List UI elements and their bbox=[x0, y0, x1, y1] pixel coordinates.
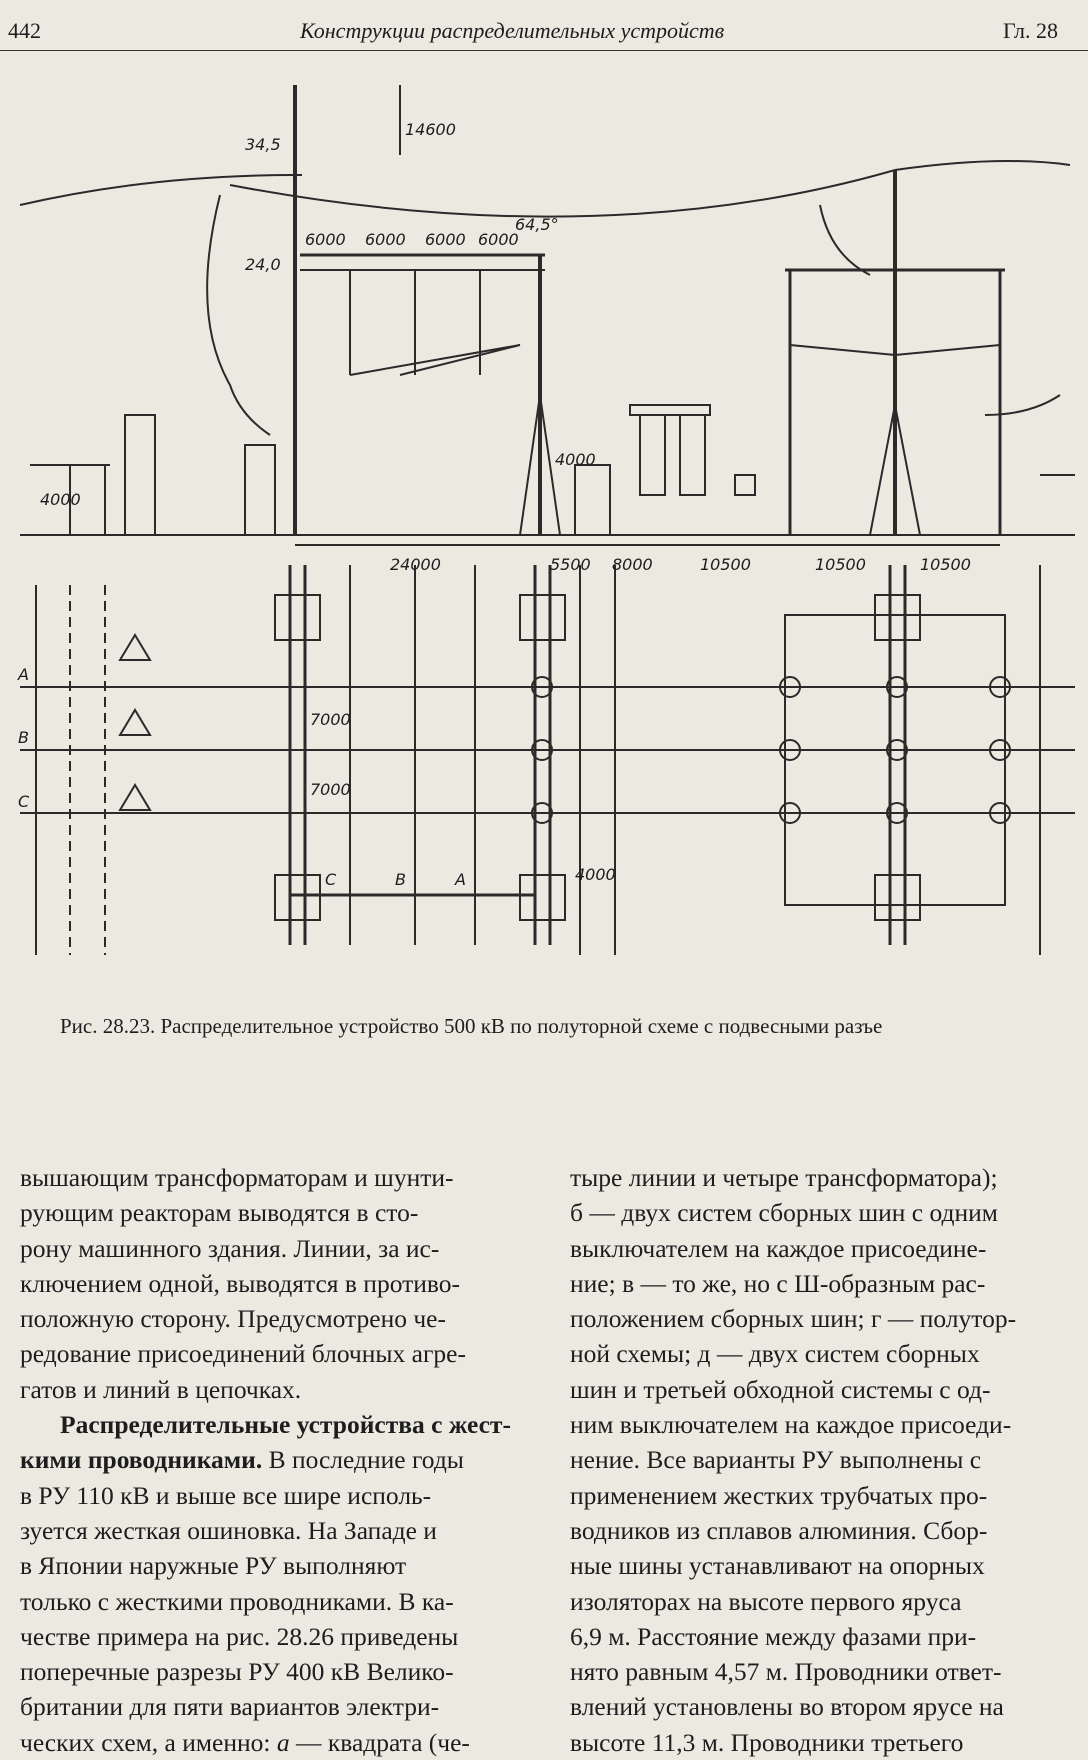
bus-b: B bbox=[395, 870, 406, 889]
chapter-label: Гл. 28 bbox=[1002, 18, 1058, 43]
bdim-3: 8000 bbox=[612, 555, 653, 574]
last-line-pre: ческих схем, а именно: bbox=[20, 1727, 277, 1757]
text-line: вышающим трансформаторам и шунти- bbox=[20, 1163, 454, 1192]
pdim-1: 7000 bbox=[310, 710, 351, 729]
text-line: ним выключателем на каждое присоеди- bbox=[570, 1410, 1012, 1440]
elev-mark-2: 24,0 bbox=[245, 255, 281, 274]
vdim-3: 4000 bbox=[40, 490, 81, 509]
text-line: положную сторону. Предусмотрено че- bbox=[20, 1304, 446, 1334]
running-title: Конструкции распределительных устройств bbox=[300, 18, 725, 43]
bdim-1: 24000 bbox=[390, 555, 441, 574]
figure-drawing: 34,5 24,0 14600 4000 4000 6000 6000 6000… bbox=[17, 85, 1075, 955]
text-line: ные шины устанавливают на опорных bbox=[570, 1551, 985, 1581]
bus-c: C bbox=[325, 870, 337, 889]
vdim-1: 14600 bbox=[405, 120, 456, 139]
page-header: 442 Конструкции распределительных устрой… bbox=[0, 10, 1088, 51]
phase-a: A bbox=[17, 665, 29, 684]
last-line-post: — квадрата (че- bbox=[289, 1727, 470, 1757]
text-line: рующим реакторам выводятся в сто- bbox=[20, 1198, 419, 1228]
page-number: 442 bbox=[8, 18, 41, 43]
section-heading: Распределительные устройства с жест- bbox=[20, 1407, 542, 1442]
bdim-5: 10500 bbox=[815, 555, 866, 574]
bdim-4: 10500 bbox=[700, 555, 751, 574]
text-line: ние; в — то же, но с Ш-образным рас- bbox=[570, 1268, 986, 1298]
heading-text: Распределительные устройства с жест- bbox=[60, 1410, 511, 1440]
text-line: в Японии наружные РУ выполняют bbox=[20, 1551, 407, 1581]
text-line: выключателем на каждое присоедине- bbox=[570, 1233, 987, 1263]
bus-a: A bbox=[454, 870, 466, 889]
heading-cont: кими проводниками. bbox=[20, 1445, 263, 1475]
text-line: нение. Все варианты РУ выполнены с bbox=[570, 1445, 982, 1475]
text-line: кими проводниками. В последние годы bbox=[20, 1442, 542, 1477]
text-line: только с жесткими проводниками. В ка- bbox=[20, 1586, 454, 1616]
text-line: зуется жесткая ошиновка. На Западе и bbox=[20, 1515, 437, 1545]
pdim-3: 4000 bbox=[575, 865, 616, 884]
bdim-6: 10500 bbox=[920, 555, 971, 574]
para-start: В последние годы bbox=[262, 1445, 464, 1475]
span-2: 6000 bbox=[365, 230, 406, 249]
span-4: 6000 bbox=[478, 230, 519, 249]
pdim-2: 7000 bbox=[310, 780, 351, 799]
left-column: вышающим трансформаторам и шунти- рующим… bbox=[20, 1160, 542, 1760]
text-line: нято равным 4,57 м. Проводники ответ- bbox=[570, 1657, 1002, 1687]
phase-c: C bbox=[18, 792, 30, 811]
text-line: рону машинного здания. Линии, за ис- bbox=[20, 1233, 440, 1263]
text-line: поперечные разрезы РУ 400 кВ Велико- bbox=[20, 1657, 454, 1687]
text-line: шин и третьей обходной системы с од- bbox=[570, 1374, 991, 1404]
phase-b: B bbox=[18, 728, 29, 747]
text-line: водников из сплавов алюминия. Сбор- bbox=[570, 1515, 988, 1545]
text-line: в РУ 110 кВ и выше все шире исполь- bbox=[20, 1480, 432, 1510]
text-line: ключением одной, выводятся в противо- bbox=[20, 1268, 460, 1298]
last-line-italic: а bbox=[276, 1727, 290, 1757]
text-line: честве примера на рис. 28.26 приведены bbox=[20, 1621, 459, 1651]
text-line: 6,9 м. Расстояние между фазами при- bbox=[570, 1621, 977, 1651]
text-line: влений установлены во втором ярусе на bbox=[570, 1692, 1004, 1722]
text-line: изоляторах на высоте первого яруса bbox=[570, 1586, 962, 1616]
text-line: применением жестких трубчатых про- bbox=[570, 1480, 988, 1510]
span-1: 6000 bbox=[305, 230, 346, 249]
text-line: ческих схем, а именно: а — квадрата (че- bbox=[20, 1725, 542, 1760]
text-line: положением сборных шин; г — полутор- bbox=[570, 1304, 1017, 1334]
elev-mark-1: 34,5 bbox=[245, 135, 281, 154]
text-line: ной схемы; д — двух систем сборных bbox=[570, 1339, 980, 1369]
bdim-2: 5500 bbox=[550, 555, 591, 574]
text-line: б — двух систем сборных шин с одним bbox=[570, 1198, 998, 1228]
text-line: тыре линии и четыре трансформатора); bbox=[570, 1163, 998, 1192]
text-line: высоте 11,3 м. Проводники третьего bbox=[570, 1727, 964, 1757]
span-3: 6000 bbox=[425, 230, 466, 249]
right-column: тыре линии и четыре трансформатора); б —… bbox=[570, 1160, 1078, 1760]
text-line: британии для пяти вариантов электри- bbox=[20, 1692, 440, 1722]
figure-caption: Рис. 28.23. Распределительное устройство… bbox=[60, 1014, 883, 1038]
text-line: редование присоединений блочных агре- bbox=[20, 1339, 466, 1369]
angle-label: 64,5° bbox=[515, 215, 559, 234]
text-line: гатов и линий в цепочках. bbox=[20, 1374, 302, 1404]
vdim-2: 4000 bbox=[555, 450, 596, 469]
